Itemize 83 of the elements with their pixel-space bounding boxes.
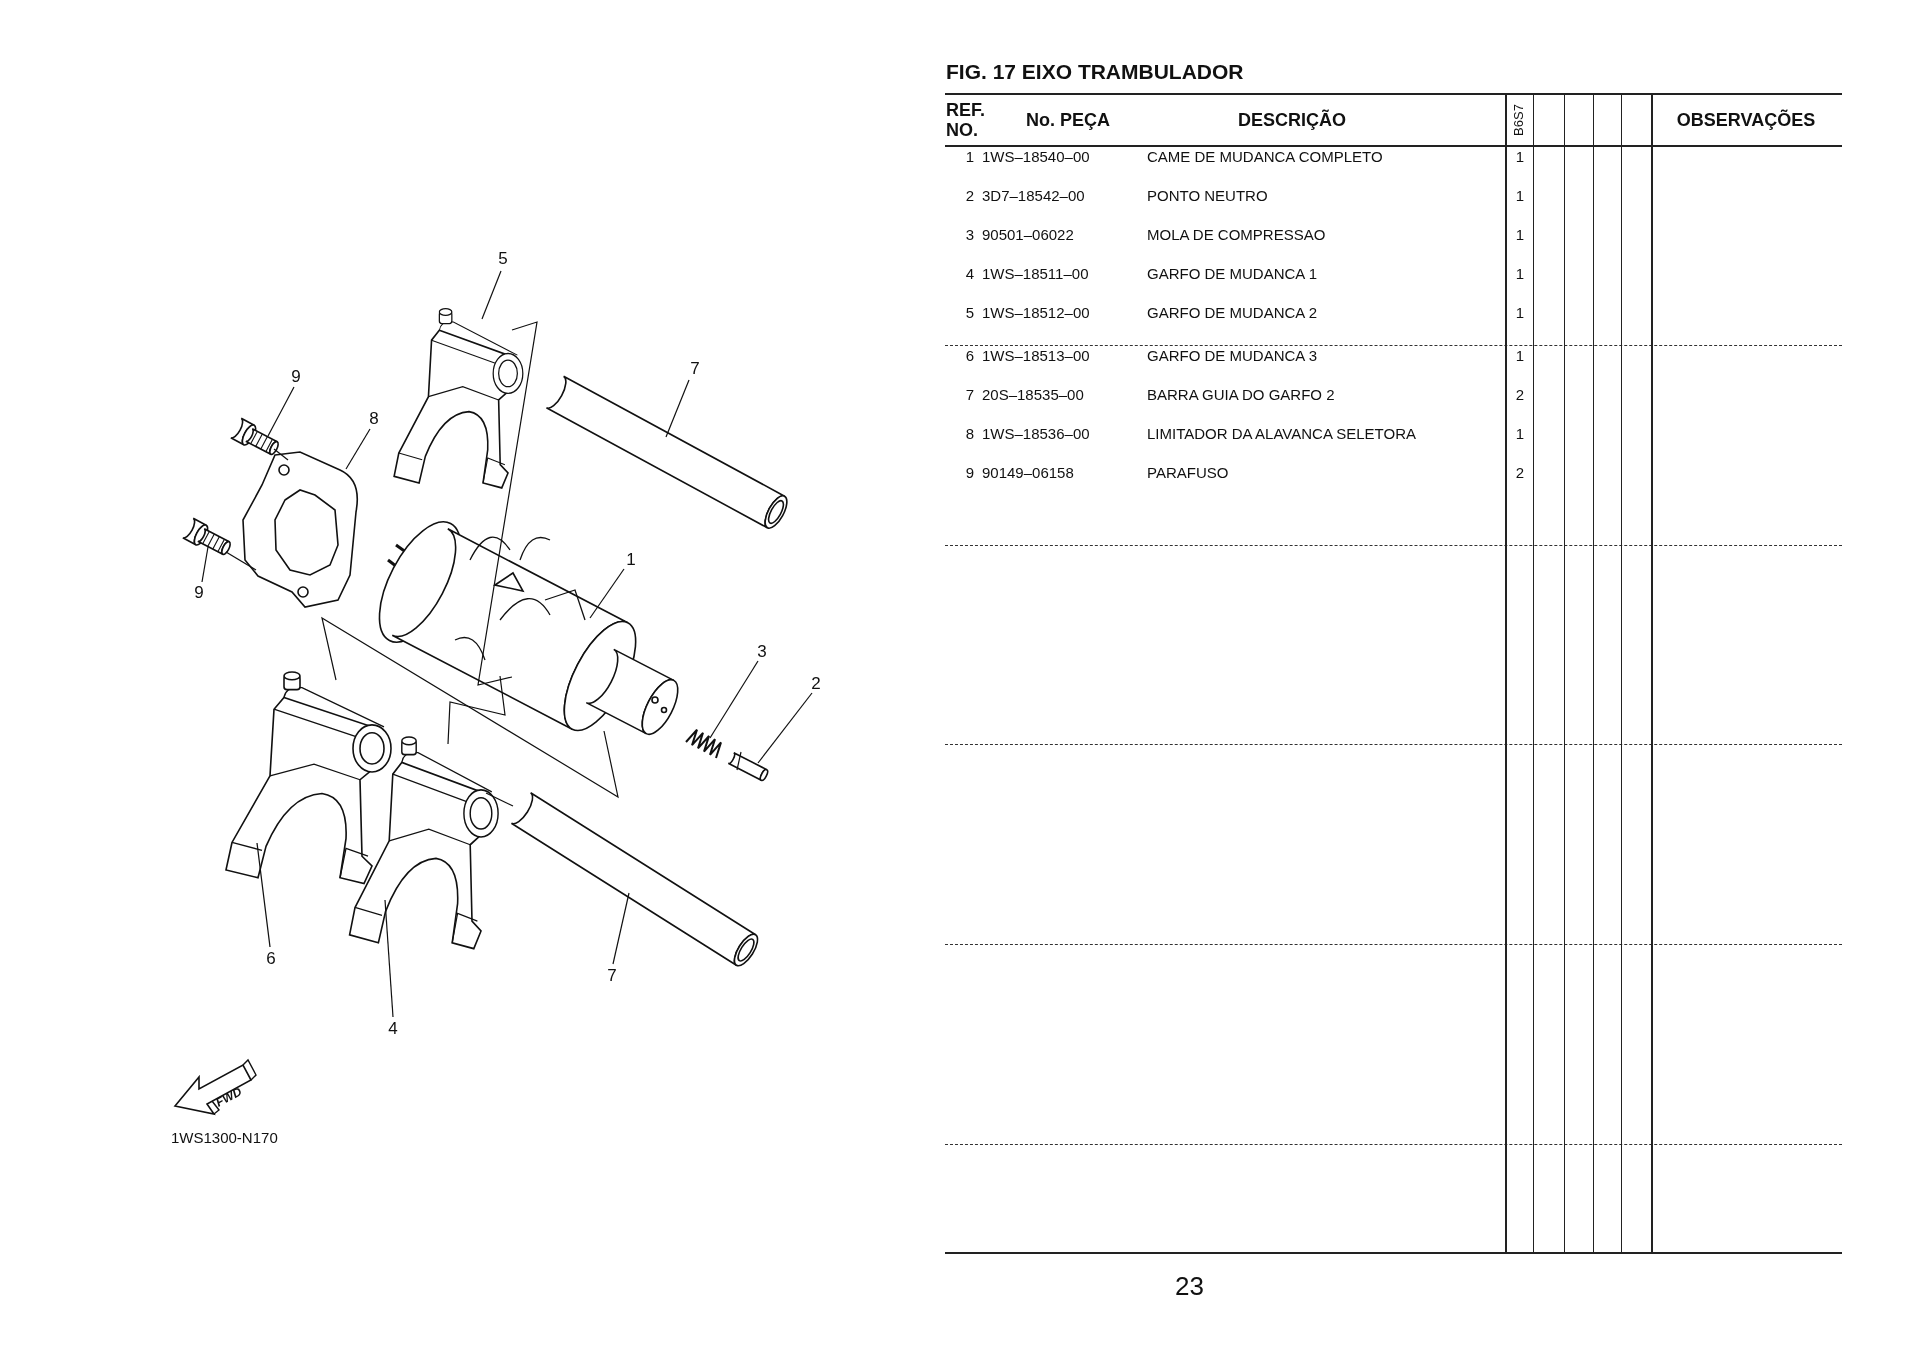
leader-line xyxy=(665,379,690,438)
part-description: BARRA GUIA DO GARFO 2 xyxy=(1147,385,1335,405)
callout-number: 3 xyxy=(756,642,768,660)
quantity: 1 xyxy=(1514,346,1526,366)
shift-fork-drawing xyxy=(348,736,499,950)
ref-number: 4 xyxy=(964,264,974,284)
ref-number: 3 xyxy=(964,225,974,245)
assembly-line xyxy=(485,792,514,807)
quantity: 1 xyxy=(1514,147,1526,167)
shift-fork-drawing xyxy=(225,671,392,885)
callout-number: 7 xyxy=(606,966,618,984)
callout-number: 2 xyxy=(810,674,822,692)
assembly-line xyxy=(225,551,257,571)
callout-number: 7 xyxy=(689,359,701,377)
leader-line xyxy=(757,692,813,764)
arrow-label: FWD xyxy=(213,1085,244,1109)
ref-number: 7 xyxy=(964,385,974,405)
guide-rod-drawing xyxy=(545,375,788,529)
column-header: No. PEÇA xyxy=(1026,110,1110,130)
part-number: 1WS–18513–00 xyxy=(982,346,1090,366)
assembly-line xyxy=(477,321,538,686)
quantity: 2 xyxy=(1514,385,1526,405)
shift-drum-drawing xyxy=(378,521,679,736)
pin-drawing xyxy=(727,751,769,782)
part-description: PARAFUSO xyxy=(1147,463,1229,483)
bolt-drawing xyxy=(182,517,231,556)
leader-line xyxy=(589,568,625,619)
callout-number: 9 xyxy=(193,583,205,601)
quantity: 1 xyxy=(1514,225,1526,245)
quantity: 1 xyxy=(1514,303,1526,323)
part-number: 3D7–18542–00 xyxy=(982,186,1085,206)
callout-number: 9 xyxy=(290,367,302,385)
assembly-line xyxy=(273,448,289,461)
part-number: 1WS–18540–00 xyxy=(982,147,1090,167)
ref-number: 5 xyxy=(964,303,974,323)
part-number: 20S–18535–00 xyxy=(982,385,1084,405)
quantity: 1 xyxy=(1514,424,1526,444)
callout-number: 8 xyxy=(368,409,380,427)
part-description: GARFO DE MUDANCA 3 xyxy=(1147,346,1318,366)
leader-line xyxy=(345,428,371,470)
assembly-line xyxy=(447,675,506,745)
ref-number: 8 xyxy=(964,424,974,444)
callout-number: 1 xyxy=(625,550,637,568)
quantity: 2 xyxy=(1514,463,1526,483)
column-header: B6S7 xyxy=(1512,104,1526,136)
callout-number: 5 xyxy=(497,249,509,267)
leader-line xyxy=(612,892,630,965)
part-description: GARFO DE MUDANCA 1 xyxy=(1147,264,1318,284)
column-header: OBSERVAÇÕES xyxy=(1676,110,1816,130)
page-number: 23 xyxy=(1175,1273,1204,1299)
callout-number: 4 xyxy=(387,1019,399,1037)
ref-number: 1 xyxy=(964,147,974,167)
part-number: 1WS–18536–00 xyxy=(982,424,1090,444)
callout-number: 6 xyxy=(265,949,277,967)
leader-line xyxy=(481,270,502,320)
part-description: GARFO DE MUDANCA 2 xyxy=(1147,303,1318,323)
leader-line xyxy=(201,546,209,583)
part-number: 90501–06022 xyxy=(982,225,1074,245)
figure-title: FIG. 17 EIXO TRAMBULADOR xyxy=(946,60,1244,84)
part-description: MOLA DE COMPRESSAO xyxy=(1147,225,1326,245)
leader-line xyxy=(256,842,271,948)
stopper-plate-drawing xyxy=(242,451,359,608)
part-number: 1WS–18512–00 xyxy=(982,303,1090,323)
drawing-code: 1WS1300-N170 xyxy=(171,1130,278,1145)
column-header: REF. NO. xyxy=(946,100,986,140)
part-number: 1WS–18511–00 xyxy=(982,264,1089,284)
ref-number: 6 xyxy=(964,346,974,366)
bolt-drawing xyxy=(230,417,279,456)
quantity: 1 xyxy=(1514,186,1526,206)
spring-drawing xyxy=(685,728,722,759)
ref-number: 9 xyxy=(964,463,974,483)
leader-line xyxy=(709,660,759,739)
ref-number: 2 xyxy=(964,186,974,206)
leader-line xyxy=(384,899,394,1018)
guide-rod-drawing xyxy=(510,792,759,967)
part-number: 90149–06158 xyxy=(982,463,1074,483)
part-description: LIMITADOR DA ALAVANCA SELETORA xyxy=(1147,424,1416,444)
shift-fork-drawing xyxy=(393,308,524,489)
part-description: CAME DE MUDANCA COMPLETO xyxy=(1147,147,1383,167)
leader-line xyxy=(267,386,295,437)
quantity: 1 xyxy=(1514,264,1526,284)
column-header: DESCRIÇÃO xyxy=(1238,110,1346,130)
part-description: PONTO NEUTRO xyxy=(1147,186,1268,206)
